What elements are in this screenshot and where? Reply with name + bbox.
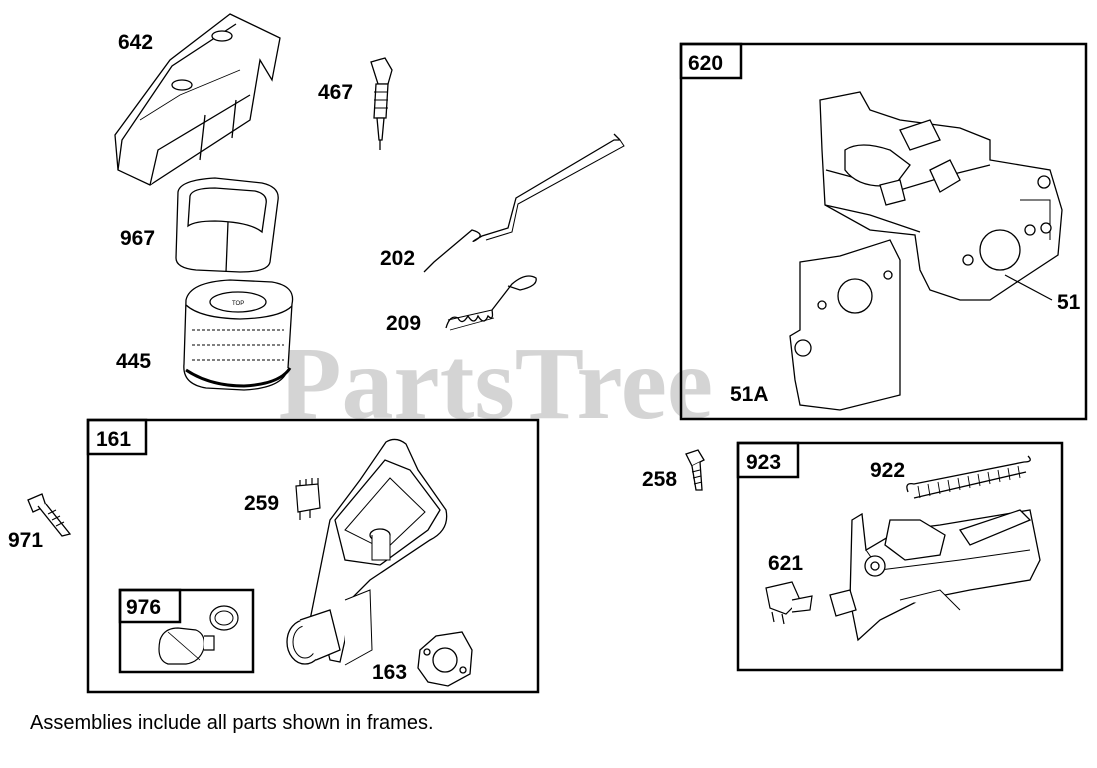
label-467: 467 [318,81,353,104]
frame-620 [679,42,1088,421]
svg-text:TOP: TOP [232,301,244,307]
label-259: 259 [244,492,279,515]
air-cleaner-base [286,438,448,666]
clip-259 [295,478,321,520]
control-assembly-923 [829,509,1041,642]
gasket-51a [789,239,901,411]
bolt-971 [27,493,72,537]
governor-link [423,133,625,273]
leader-51 [1004,274,1053,301]
choke-assembly [158,605,239,665]
label-163: 163 [372,661,407,684]
label-445: 445 [116,350,151,373]
label-209: 209 [386,312,421,335]
frame-923-tag [736,441,800,479]
label-922: 922 [870,459,905,482]
governor-spring [445,275,537,331]
label-51a: 51A [730,383,769,406]
clip-621 [765,581,813,625]
air-filter: TOP [183,279,294,391]
frame-923 [736,441,1064,672]
label-967: 967 [120,227,155,250]
label-620: 620 [688,52,723,75]
label-923: 923 [746,451,781,474]
screw-258 [685,449,705,491]
label-642: 642 [118,31,153,54]
frame-976 [118,588,255,674]
frame-976-tag [118,588,182,624]
label-51: 51 [1057,291,1081,314]
label-202: 202 [380,247,415,270]
label-621: 621 [768,552,803,575]
control-bracket-assembly [819,91,1063,301]
breather-part [370,57,393,150]
gasket-163 [417,631,473,687]
air-cleaner-cover [114,13,281,186]
spring-922 [906,455,1031,499]
label-161: 161 [96,428,131,451]
label-971: 971 [8,529,43,552]
frame-161 [86,418,540,694]
frame-161-tag [86,418,148,456]
frame-620-tag [679,42,743,80]
pre-cleaner [175,177,279,273]
label-258: 258 [642,468,677,491]
watermark: PartsTree [278,326,713,441]
label-976: 976 [126,596,161,619]
assemblies-note: Assemblies include all parts shown in fr… [30,712,434,734]
